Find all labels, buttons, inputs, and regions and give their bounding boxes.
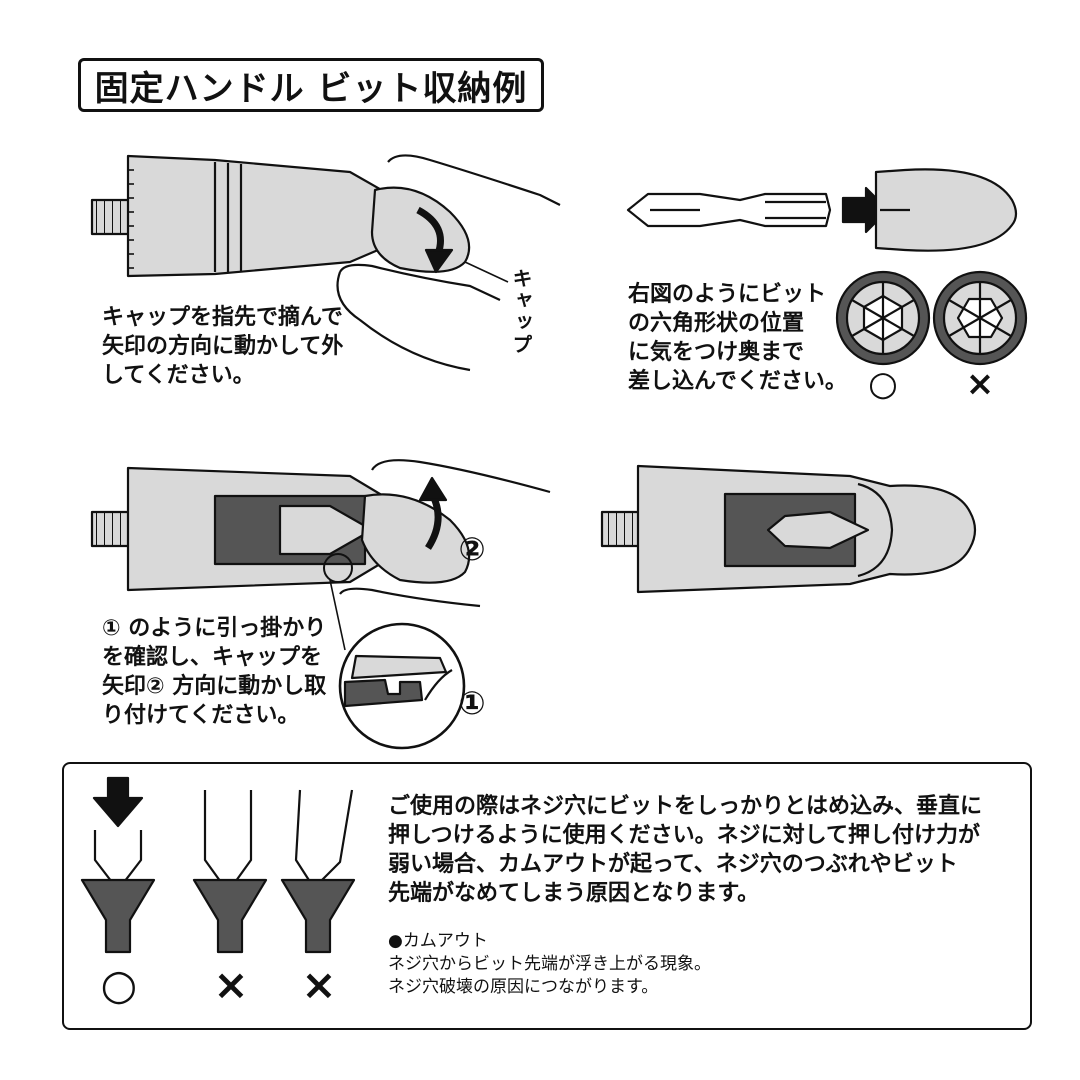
hex-view-correct <box>835 270 931 366</box>
camout-note: ●カムアウト ネジ穴からビット先端が浮き上がる現象。 ネジ穴破壊の原因につながり… <box>388 930 711 999</box>
camout-line: ネジ穴破壊の原因につながります。 <box>388 977 659 997</box>
handle-figure-4 <box>600 464 977 594</box>
usage-ok-mark: ○ <box>100 960 138 1009</box>
detail-number-1: ① <box>458 684 486 722</box>
handle-figure-3 <box>90 459 551 750</box>
ng-mark: × <box>965 364 995 404</box>
step3-line: ① のように引っ掛かり <box>102 616 327 641</box>
page-title: 固定ハンドル ビット収納例 <box>78 58 544 112</box>
bit-engagement-figure <box>80 776 356 954</box>
step2-instructions: 右図のようにビット の六角形状の位置 に気をつけ奥まで 差し込んでください。 <box>628 280 847 396</box>
camout-title: ●カムアウト <box>388 931 488 951</box>
step2-line: 右図のようにビット <box>628 282 827 307</box>
hook-detail-magnifier <box>338 622 466 750</box>
arrow-number-2: ② <box>458 530 486 568</box>
usage-notice-panel <box>62 762 1032 1030</box>
step1-line: 矢印の方向に動かして外 <box>102 334 344 359</box>
bit-insertion-figure <box>626 168 1028 366</box>
step3-line: 矢印② 方向に動かし取 <box>102 674 327 699</box>
step3-line: を確認し、キャップを <box>102 645 323 670</box>
cap-label: キャップ <box>509 268 533 356</box>
step1-line: キャップを指先で摘んで <box>102 305 343 330</box>
camout-line: ネジ穴からビット先端が浮き上がる現象。 <box>388 954 711 974</box>
step2-line: の六角形状の位置 <box>628 311 805 336</box>
usage-ng-mark: × <box>213 960 249 1009</box>
step3-instructions: ① のように引っ掛かり を確認し、キャップを 矢印② 方向に動かし取 り付けてく… <box>102 614 326 730</box>
ok-mark: ○ <box>868 364 898 404</box>
step3-line: り付けてください。 <box>102 703 300 728</box>
usage-line: ご使用の際はネジ穴にビットをしっかりとはめ込み、垂直に <box>388 794 983 819</box>
usage-notice-text: ご使用の際はネジ穴にビットをしっかりとはめ込み、垂直に 押しつけるように使用くだ… <box>388 792 982 908</box>
usage-ng-mark: × <box>301 960 337 1009</box>
step1-line: してください。 <box>102 363 255 388</box>
hex-view-wrong <box>932 270 1028 366</box>
step1-instructions: キャップを指先で摘んで 矢印の方向に動かして外 してください。 <box>102 303 343 390</box>
usage-line: 押しつけるように使用ください。ネジに対して押し付け力が <box>388 823 981 848</box>
handle-figure-1 <box>90 154 561 372</box>
usage-line: 弱い場合、カムアウトが起って、ネジ穴のつぶれやビット <box>388 852 958 877</box>
usage-line: 先端がなめてしまう原因となります。 <box>388 881 760 906</box>
step2-line: に気をつけ奥まで <box>628 340 805 365</box>
step2-line: 差し込んでください。 <box>628 369 847 394</box>
